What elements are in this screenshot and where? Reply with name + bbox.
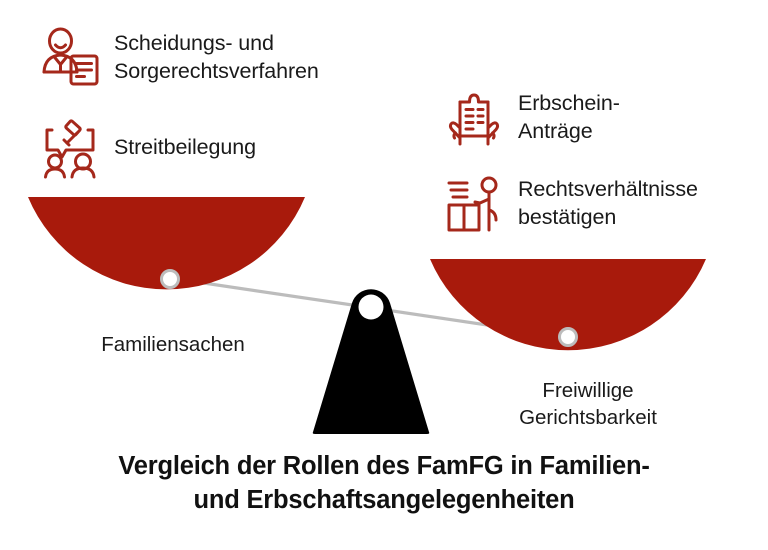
feature-streitbeilegung: Streitbeilegung bbox=[38, 116, 256, 180]
feature-label: Erbschein- Anträge bbox=[518, 91, 620, 143]
right-pivot-ring bbox=[558, 327, 578, 347]
feature-erbschein-antraege: Erbschein- Anträge bbox=[442, 86, 620, 150]
left-pivot-ring bbox=[160, 269, 180, 289]
feature-label: Rechtsverhältnisse bestätigen bbox=[518, 177, 698, 229]
feature-label: Streitbeilegung bbox=[114, 135, 256, 160]
fulcrum-pivot-hole bbox=[358, 294, 384, 320]
fulcrum-triangle bbox=[312, 289, 430, 434]
person-document-icon bbox=[42, 27, 99, 86]
page-title: Vergleich der Rollen des FamFG in Famili… bbox=[118, 452, 650, 514]
feature-rechtsverhaeltnisse-bestaetigen: Rechtsverhältnisse bestätigen bbox=[442, 172, 698, 236]
right-pan bbox=[430, 259, 706, 351]
right-pan-label: Freiwillige Gerichtsbarkeit bbox=[519, 379, 657, 429]
left-pan bbox=[28, 197, 305, 290]
left-pan-label: Familiensachen bbox=[101, 333, 245, 356]
gavel-speech-bubble-people-icon bbox=[44, 119, 96, 179]
person-at-podium-icon bbox=[447, 176, 498, 232]
feature-scheidungs-und-sorgerechtsverfahren: Scheidungs- und Sorgerechtsverfahren bbox=[38, 26, 319, 90]
hands-holding-certificate-icon bbox=[448, 93, 500, 146]
feature-label: Scheidungs- und Sorgerechtsverfahren bbox=[114, 31, 319, 83]
